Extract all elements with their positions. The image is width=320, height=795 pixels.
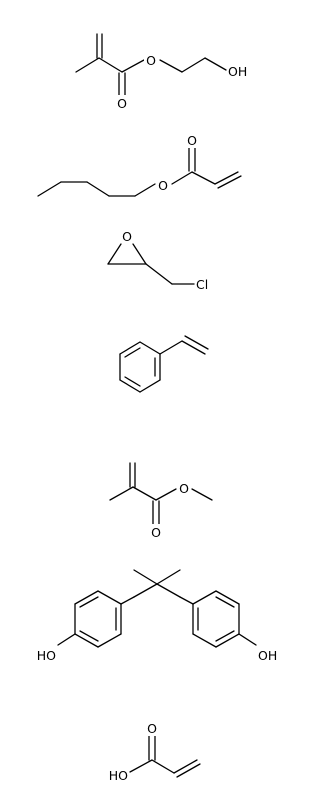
atom-labels: O O [149,480,191,540]
oxygen-label: O [147,721,157,736]
oxygen-label: O [151,525,161,540]
molecule-butyl-acrylate: O O [37,132,242,197]
molecule-hydroxyethyl-methacrylate: O O OH [75,33,247,111]
oxygen-label: O [187,133,197,148]
bonds [75,33,227,96]
atom-labels: HO OH [37,648,278,663]
hydroxyl-label: OH [258,648,277,663]
oxygen-label: O [117,96,127,111]
molecule-bisphenol-a: HO OH [37,569,278,663]
hydroxyl-label: HO [109,768,128,783]
bonds [57,569,257,648]
atom-labels: O Cl [122,229,208,292]
atom-labels: O O [156,132,199,193]
oxygen-label: O [146,53,156,68]
bonds [129,735,201,778]
oxygen-label: O [158,178,168,193]
bonds [119,335,209,393]
bonds [109,462,213,525]
atom-labels: O O OH [115,52,247,111]
chlorine-label: Cl [196,277,208,292]
oxygen-label: O [179,481,189,496]
molecule-epichlorohydrin: O Cl [107,229,208,292]
molecule-acrylic-acid: O HO [109,720,201,783]
structure-canvas: O O OH O O [37,33,278,783]
atom-labels: O HO [109,720,159,783]
bonds [107,243,195,285]
molecule-styrene [119,335,209,393]
hydroxyl-label: HO [37,648,56,663]
molecule-methyl-methacrylate: O O [109,462,213,540]
bonds [37,147,242,197]
hydroxyl-label: OH [228,64,247,79]
oxygen-label: O [122,229,132,244]
